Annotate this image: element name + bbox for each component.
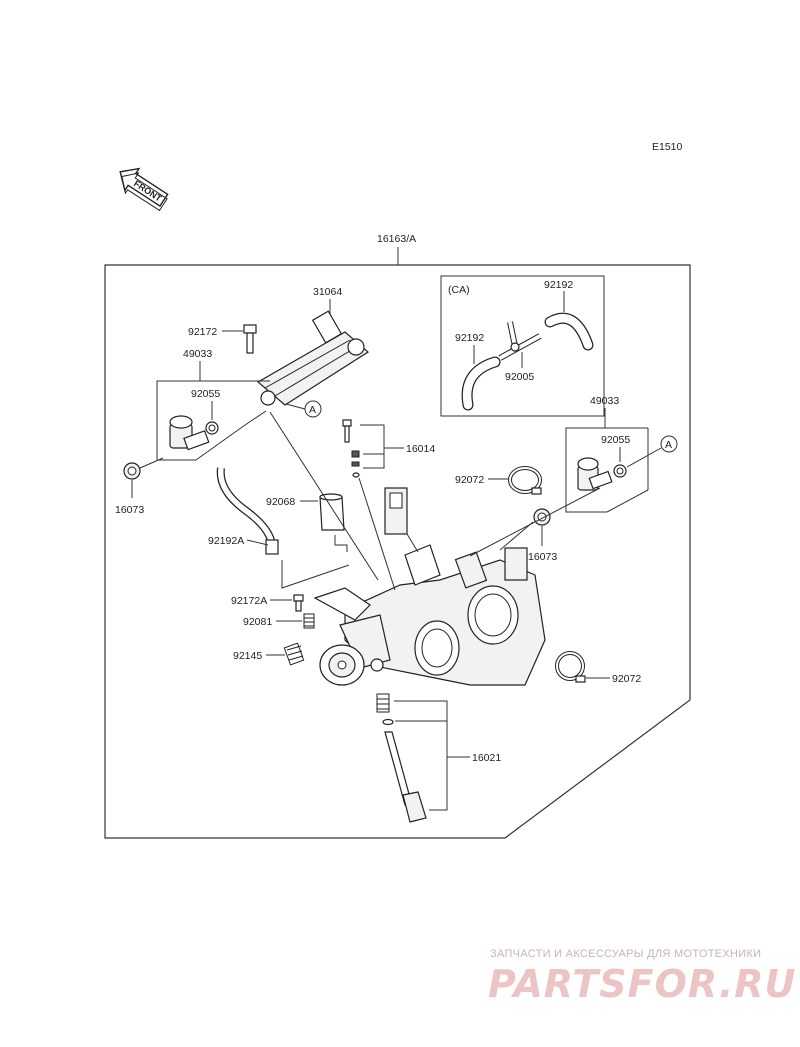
ca-label: (CA): [448, 284, 470, 296]
assembly-label: 16163/A: [377, 233, 416, 245]
fuel-rail: [256, 310, 369, 406]
injector-right: [577, 457, 613, 491]
spring-92145: [283, 642, 305, 666]
assembly-frame: [104, 264, 691, 839]
label-16073-right: 16073: [528, 551, 557, 563]
bolt-92172: [243, 324, 257, 354]
label-16014: 16014: [406, 443, 435, 455]
label-92192-top: 92192: [544, 279, 573, 291]
ca-hose-right: [544, 312, 594, 351]
sleeve-92068: [319, 493, 345, 531]
label-92005: 92005: [505, 371, 534, 383]
circle-a-left-text: A: [309, 404, 316, 416]
screw-set-16021: [376, 693, 427, 823]
label-92055-left: 92055: [191, 388, 220, 400]
screw-16014: [342, 419, 360, 478]
circle-a-right: [660, 435, 678, 453]
injector-left: [169, 415, 210, 451]
label-92192A: 92192A: [208, 535, 244, 547]
label-92145: 92145: [233, 650, 262, 662]
label-92172A: 92172A: [231, 595, 267, 607]
clamp-92072-bottom: [555, 651, 586, 683]
diagram-ref-code: E1510: [652, 141, 683, 153]
label-92072-top: 92072: [455, 474, 484, 486]
label-31064: 31064: [313, 286, 342, 298]
label-92068: 92068: [266, 496, 295, 508]
circle-a-right-text: A: [665, 439, 672, 451]
label-92192-left: 92192: [455, 332, 484, 344]
watermark-logo: PARTSFOR.RU: [488, 962, 797, 1006]
label-49033-left: 49033: [183, 348, 212, 360]
label-16073-left: 16073: [115, 504, 144, 516]
label-92055-right: 92055: [601, 434, 630, 446]
ca-hose-left: [461, 356, 501, 411]
watermark-tagline: ЗАПЧАСТИ И АКСЕССУАРЫ ДЛЯ МОТОТЕХНИКИ: [490, 948, 762, 960]
label-92072-bottom: 92072: [612, 673, 641, 685]
screw-92172A: [293, 594, 304, 612]
label-49033-right: 49033: [590, 395, 619, 407]
front-arrow-icon: FRONT: [119, 167, 169, 212]
ca-t-joint: [498, 321, 542, 361]
hose-92192A: [216, 467, 279, 555]
clamp-92072-top: [508, 466, 542, 495]
label-92081: 92081: [243, 616, 272, 628]
label-16021: 16021: [472, 752, 501, 764]
throttle-pulley: [319, 644, 384, 686]
ca-box: [440, 275, 605, 417]
spring-92081: [303, 613, 315, 629]
throttle-body: [313, 487, 546, 686]
label-92172: 92172: [188, 326, 217, 338]
